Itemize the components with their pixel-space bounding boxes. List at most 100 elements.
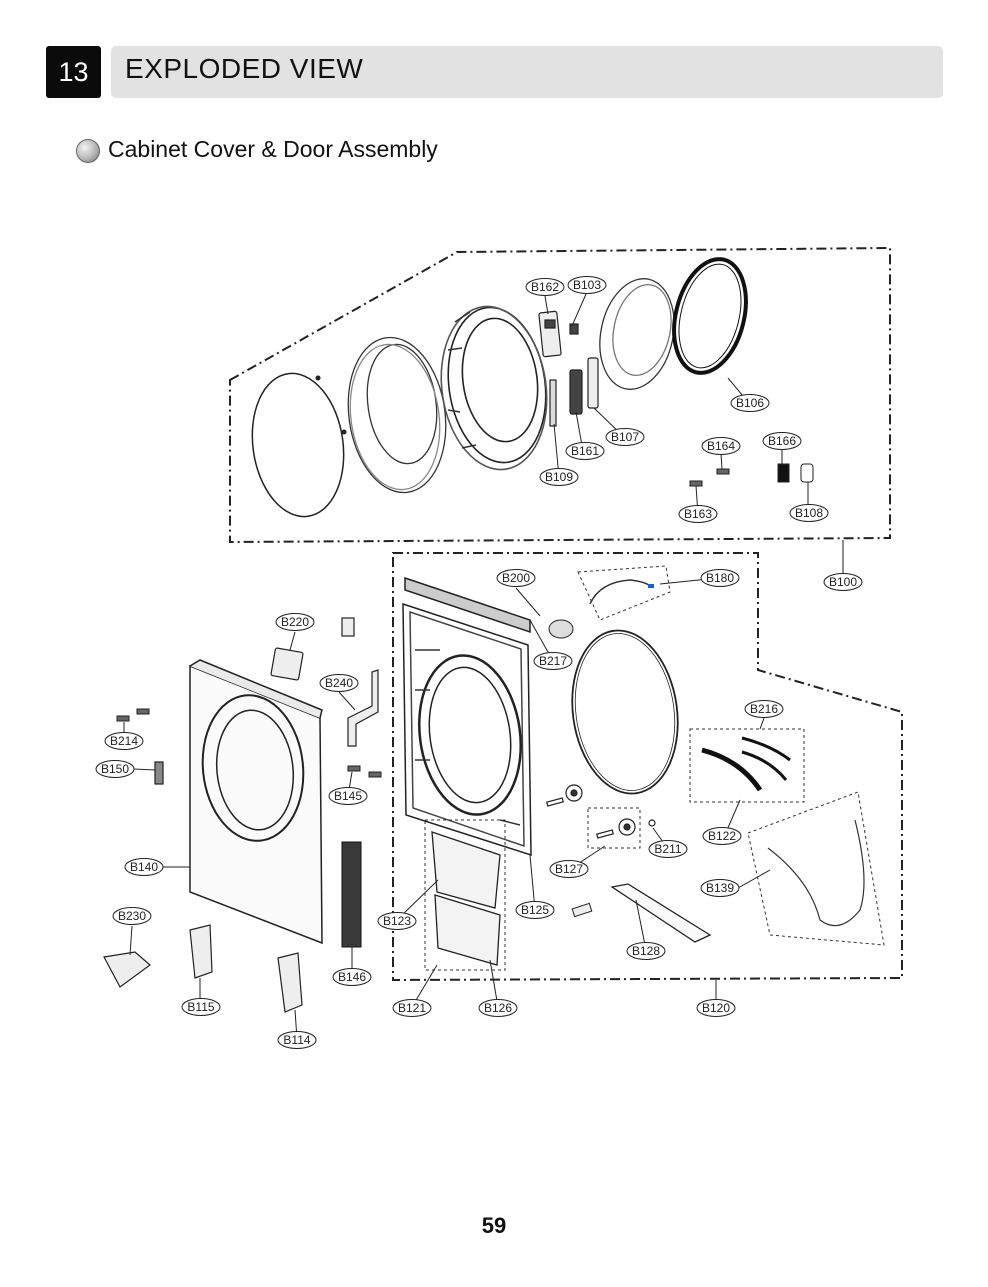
- part-callout-b128: B128: [626, 942, 666, 960]
- part-callout-b120: B120: [696, 999, 736, 1017]
- lint-filter: [431, 831, 501, 966]
- part-callout-label: B100: [829, 575, 857, 589]
- part-callout-label: B211: [654, 842, 681, 856]
- part-callout-label: B115: [187, 1000, 214, 1014]
- subtitle: Cabinet Cover & Door Assembly: [108, 136, 438, 162]
- part-callout-b122: B122: [702, 827, 742, 845]
- sensor-b200: [548, 619, 574, 639]
- knob-parts: [546, 784, 656, 839]
- part-callout-b145: B145: [328, 787, 368, 805]
- part-callout-b108: B108: [789, 504, 829, 522]
- part-callout-b146: B146: [332, 968, 372, 986]
- part-callout-b121: B121: [392, 999, 432, 1017]
- part-callout-label: B166: [768, 434, 796, 448]
- sub-box-b180: [577, 565, 671, 621]
- wire-harness: [767, 819, 865, 927]
- part-callout-b211: B211: [648, 840, 688, 858]
- part-callout-label: B107: [611, 430, 639, 444]
- part-callout-b220: B220: [275, 613, 315, 631]
- frame-assembly-boundary: [392, 552, 903, 982]
- frame-ring: [571, 629, 679, 795]
- part-callout-label: B230: [118, 909, 146, 923]
- part-callout-label: B217: [539, 654, 567, 668]
- part-callout-label: B162: [531, 280, 559, 294]
- part-callout-label: B164: [707, 439, 735, 453]
- part-callout-b214: B214: [104, 732, 144, 750]
- part-callout-b166: B166: [762, 432, 802, 450]
- part-callout-b140: B140: [124, 858, 164, 876]
- sub-box-b121: [424, 819, 506, 971]
- part-callout-b123: B123: [377, 912, 417, 930]
- door-gasket: [672, 257, 748, 375]
- part-callout-label: B109: [545, 470, 573, 484]
- part-callout-b150: B150: [95, 760, 135, 778]
- part-callout-label: B108: [795, 506, 823, 520]
- front-frame: [402, 576, 532, 857]
- part-callout-label: B123: [383, 914, 411, 928]
- part-callout-b106: B106: [730, 394, 770, 412]
- door-outer-panel: [251, 372, 347, 518]
- page-number: 59: [481, 1213, 507, 1238]
- hinge-parts: [538, 310, 599, 427]
- part-callout-b103: B103: [567, 276, 607, 294]
- sub-box-b139: [747, 791, 885, 946]
- part-callout-label: B150: [101, 762, 129, 776]
- part-callout-b240: B240: [319, 674, 359, 692]
- part-callout-label: B103: [573, 278, 601, 292]
- part-callout-label: B127: [555, 862, 583, 876]
- part-callout-b126: B126: [478, 999, 518, 1017]
- bullet-icon: [76, 139, 100, 163]
- part-callout-label: B122: [708, 829, 736, 843]
- sub-box-b122: [689, 728, 805, 803]
- part-callout-b163: B163: [678, 505, 718, 523]
- part-callout-b164: B164: [701, 437, 741, 455]
- part-callout-b180: B180: [700, 569, 740, 587]
- part-callout-b139: B139: [700, 879, 740, 897]
- part-callout-label: B200: [502, 571, 530, 585]
- part-callout-label: B126: [484, 1001, 512, 1015]
- door-glass-ring: [347, 336, 447, 494]
- sub-box-b127: [587, 807, 641, 849]
- part-callout-label: B106: [736, 396, 764, 410]
- section-title: EXPLODED VIEW: [125, 53, 364, 84]
- left-screws: [116, 708, 382, 778]
- part-callout-b161: B161: [565, 442, 605, 460]
- part-callout-b109: B109: [539, 468, 579, 486]
- part-callout-label: B146: [338, 970, 366, 984]
- part-callout-label: B180: [706, 571, 734, 585]
- part-callout-b115: B115: [181, 998, 221, 1016]
- part-callout-label: B140: [130, 860, 158, 874]
- section-header-bar: [111, 46, 943, 98]
- section-number-badge: 13: [46, 46, 101, 98]
- part-callout-b114: B114: [277, 1031, 317, 1049]
- screws-upper: [689, 463, 814, 487]
- cabinet-front-panel: [189, 659, 323, 945]
- part-callout-label: B139: [706, 881, 734, 895]
- part-callout-b217: B217: [533, 652, 573, 670]
- part-callout-label: B161: [571, 444, 599, 458]
- part-callout-label: B216: [750, 702, 778, 716]
- left-parts: [103, 617, 379, 1013]
- small-pad: [571, 902, 593, 918]
- part-callout-b127: B127: [549, 860, 589, 878]
- part-callout-b125: B125: [515, 901, 555, 919]
- part-callout-b200: B200: [496, 569, 536, 587]
- part-callout-label: B128: [632, 944, 660, 958]
- part-callout-label: B125: [521, 903, 549, 917]
- part-callout-label: B240: [325, 676, 353, 690]
- part-callout-label: B163: [684, 507, 712, 521]
- part-callout-label: B114: [283, 1033, 310, 1047]
- door-inner-frame: [440, 305, 548, 471]
- part-callout-b107: B107: [605, 428, 645, 446]
- seal-pieces: [701, 736, 791, 792]
- part-callout-b216: B216: [744, 700, 784, 718]
- part-callout-label: B145: [334, 789, 362, 803]
- part-callout-label: B214: [110, 734, 138, 748]
- part-callout-label: B121: [398, 1001, 426, 1015]
- part-callout-b100: B100: [823, 573, 863, 591]
- part-callout-label: B220: [281, 615, 309, 629]
- door-glass-bowl: [599, 278, 675, 390]
- part-callout-b230: B230: [112, 907, 152, 925]
